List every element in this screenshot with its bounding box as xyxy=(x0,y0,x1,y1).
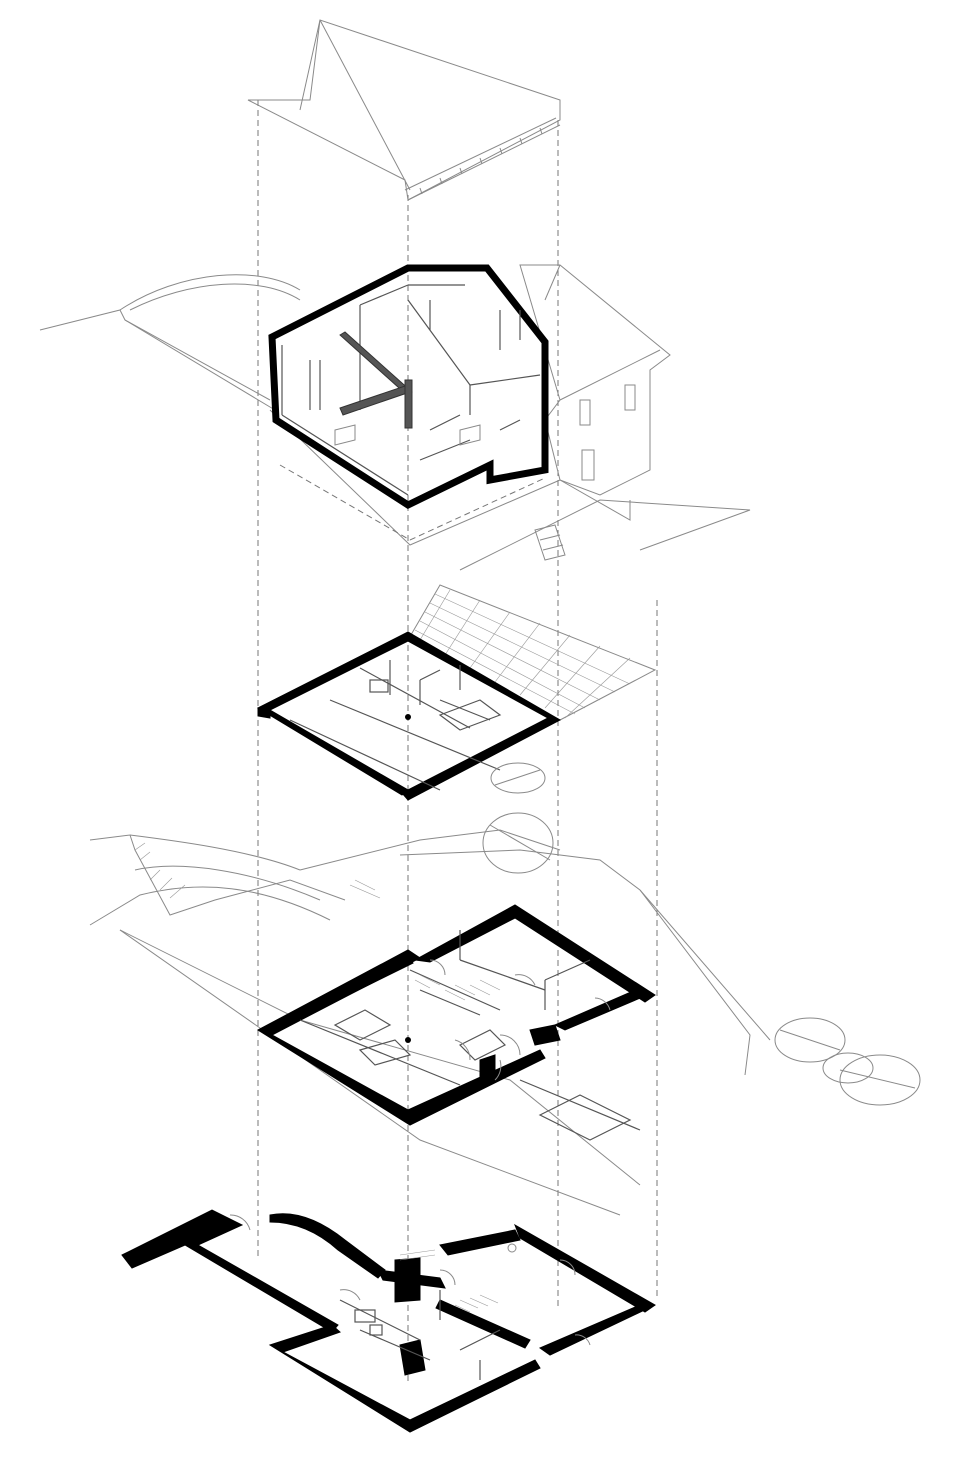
attic-floor-layer xyxy=(256,584,657,874)
roof-layer xyxy=(247,19,561,201)
ground-floor-layer xyxy=(89,829,921,1216)
section-volume-layer xyxy=(39,264,751,571)
basement-floor-layer xyxy=(121,1209,656,1433)
